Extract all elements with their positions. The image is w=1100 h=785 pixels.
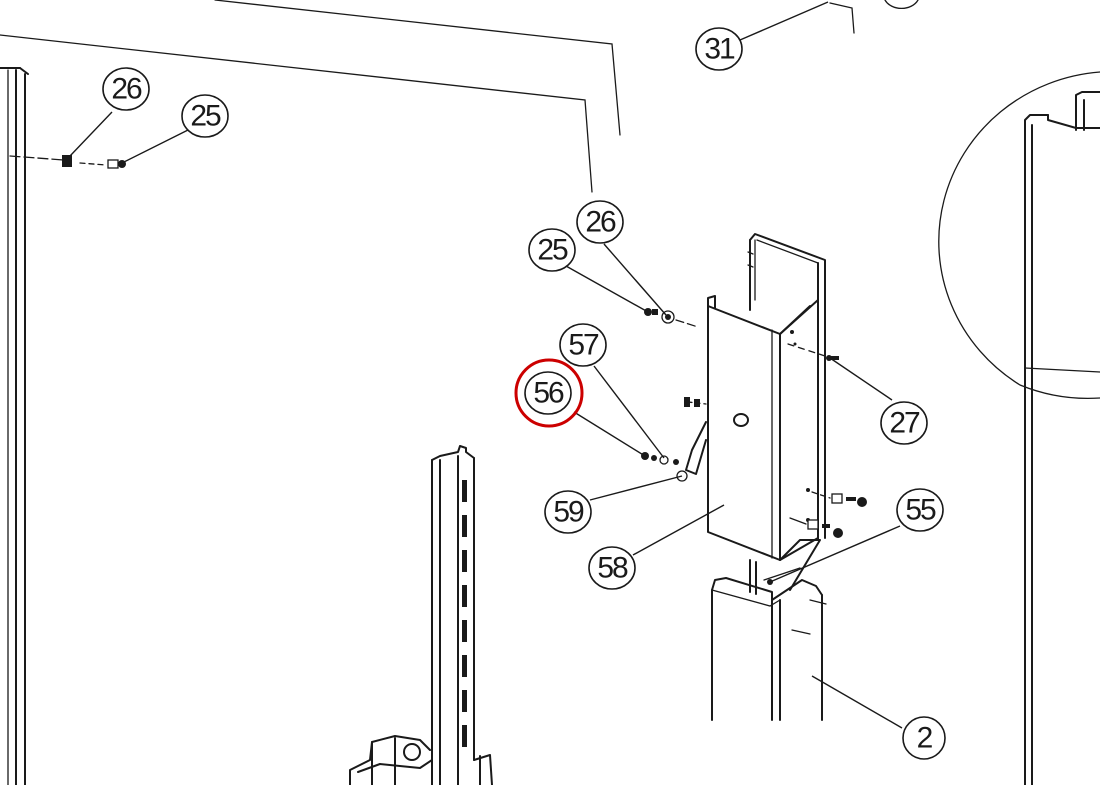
- callout-56-circle: [524, 371, 572, 415]
- callout-2-label: 2: [917, 722, 933, 755]
- callout-31-label: 31: [704, 33, 735, 66]
- callout-25-left-label: 25: [190, 100, 221, 133]
- callout-58[interactable]: 58: [588, 546, 636, 590]
- left-hardware: [9, 155, 126, 169]
- bracket-58-assembly: [707, 233, 826, 591]
- callout-2-circle: [902, 716, 946, 760]
- highlight-ring-56: [514, 358, 584, 428]
- callout-31[interactable]: 31: [695, 27, 743, 71]
- callout-59[interactable]: 59: [544, 490, 592, 534]
- upright-slots: [462, 480, 467, 747]
- callout-56[interactable]: 56: [524, 371, 572, 415]
- callout-25-left[interactable]: 25: [181, 94, 229, 138]
- right-frame-post: [1024, 91, 1100, 785]
- bracket-right-hardware: [787, 343, 839, 361]
- frame-outline-lines: [0, 0, 621, 193]
- callout-26-bracket[interactable]: 26: [576, 200, 624, 244]
- callout-58-label: 58: [597, 552, 628, 585]
- callout-59-circle: [544, 490, 592, 534]
- leader-lines: [69, 1, 903, 729]
- callout-58-circle: [588, 546, 636, 590]
- callout-27-circle: [880, 401, 928, 445]
- callout-26-bracket-circle: [576, 200, 624, 244]
- callout-25-bracket-circle: [528, 228, 576, 272]
- bracket-top-hardware: [644, 308, 699, 328]
- callout-59-label: 59: [553, 496, 584, 529]
- top-frame-stub: [829, 2, 855, 34]
- callout-27-label: 27: [889, 407, 920, 440]
- callout-2[interactable]: 2: [902, 716, 946, 760]
- callout-57[interactable]: 57: [559, 323, 607, 367]
- partial-callout-top: [884, 0, 919, 10]
- detail-divider-line: [1024, 367, 1100, 373]
- callout-26-left-circle: [102, 67, 150, 111]
- callout-25-bracket[interactable]: 25: [528, 228, 576, 272]
- left-vertical-post: [0, 67, 29, 785]
- middle-slotted-upright: [431, 445, 475, 785]
- bracket-bolts-55: [763, 491, 867, 585]
- upright-base-foot: [349, 735, 493, 785]
- callout-25-left-circle: [181, 94, 229, 138]
- callout-26-bracket-label: 26: [585, 206, 616, 239]
- column-2: [711, 559, 827, 721]
- callout-55-label: 55: [905, 494, 936, 527]
- callout-57-label: 57: [568, 329, 599, 362]
- callout-56-label: 56: [533, 377, 564, 410]
- callout-31-circle: [695, 27, 743, 71]
- bracket-brace-56-57-59: [641, 397, 707, 482]
- callout-57-circle: [559, 323, 607, 367]
- callout-27[interactable]: 27: [880, 401, 928, 445]
- callout-25-bracket-label: 25: [537, 234, 568, 267]
- callout-55-circle: [896, 488, 944, 532]
- detail-view-circle: [938, 71, 1100, 400]
- callout-26-left-label: 26: [111, 73, 142, 106]
- callout-26-left[interactable]: 26: [102, 67, 150, 111]
- callout-55[interactable]: 55: [896, 488, 944, 532]
